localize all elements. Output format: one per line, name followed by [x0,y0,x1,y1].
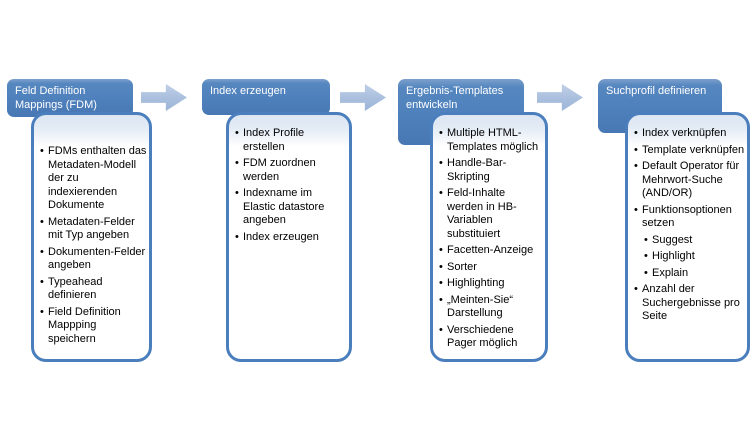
step-1-header: Feld Definition Mappings (FDM) [7,79,133,117]
step-2-header: Index erzeugen [202,79,330,115]
bullet-item: FDMs enthalten das Metadaten-Modell der … [40,145,147,213]
bullet-item: Field Definition Mappping speichern [40,306,147,347]
step-1-box: FDMs enthalten das Metadaten-Modell der … [31,112,152,362]
bullet-item: Sorter [439,261,543,275]
bullet-item: Dokumenten-Felder angeben [40,246,147,273]
bullet-item: Anzahl der Suchergebnisse pro Seite [634,283,745,324]
bullet-item: Handle-Bar-Skripting [439,157,543,184]
step-4-title: Suchprofil definieren [606,85,707,97]
bullet-item: Index verknüpfen [634,127,745,141]
bullet-item: Verschiedene Pager möglich [439,324,543,351]
bullet-item: Indexname im Elastic datastore angeben [235,187,347,228]
bullet-item: Default Operator für Mehrwort-Suche (AND… [634,160,745,201]
bullet-item: Feld-Inhalte werden in HB-Variablen subs… [439,187,543,241]
step-3-bullet-list: Multiple HTML-Templates möglichHandle-Ba… [433,115,545,351]
bullet-item: Index Profile erstellen [235,127,347,154]
bullet-item: Facetten-Anzeige [439,244,543,258]
bullet-item: Template verknüpfen [634,144,745,158]
bullet-item: Funktionsoptionen setzen [634,204,745,231]
bullet-item: Suggest [644,234,745,248]
step-2-title: Index erzeugen [210,85,286,97]
bullet-item: Highlight [644,250,745,264]
arrow-right-icon [340,84,386,111]
step-3-title: Ergebnis-Templates entwickeln [406,85,504,111]
step-4-box: Index verknüpfenTemplate verknüpfenDefau… [625,112,750,362]
step-2-box: Index Profile erstellenFDM zuordnen werd… [226,112,352,362]
step-2-bullet-list: Index Profile erstellenFDM zuordnen werd… [229,115,349,244]
step-1-bullet-list: FDMs enthalten das Metadaten-Modell der … [34,115,149,346]
arrow-right-icon [141,84,187,111]
bullet-item: FDM zuordnen werden [235,157,347,184]
bullet-item: Explain [644,267,745,281]
step-4-bullet-list: Index verknüpfenTemplate verknüpfenDefau… [628,115,747,324]
bullet-item: Highlighting [439,277,543,291]
step-1-title: Feld Definition Mappings (FDM) [15,85,97,111]
bullet-item: Index erzeugen [235,231,347,245]
bullet-item: „Meinten-Sie“ Darstellung [439,294,543,321]
bullet-item: Multiple HTML-Templates möglich [439,127,543,154]
arrow-right-icon [537,84,583,111]
step-3-box: Multiple HTML-Templates möglichHandle-Ba… [430,112,548,362]
bullet-item: Typeahead definieren [40,276,147,303]
bullet-item: Metadaten-Felder mit Typ angeben [40,216,147,243]
